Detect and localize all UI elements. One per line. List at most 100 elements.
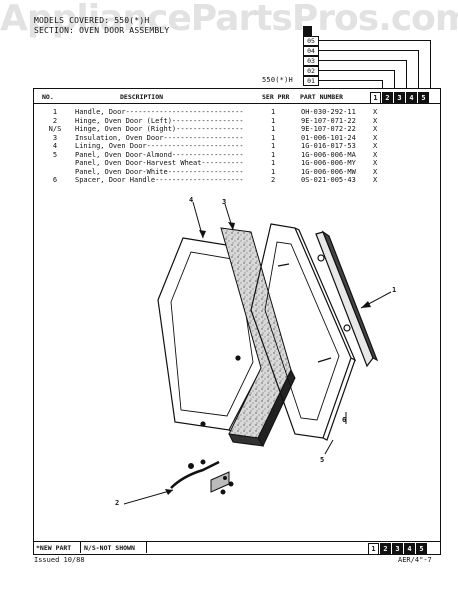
models-covered-label: MODELS COVERED: 550(*)H <box>34 16 150 25</box>
ladder-line-01 <box>318 80 382 81</box>
ladder-drop-01 <box>382 80 383 89</box>
table-row: Panel, Oven Door-White------------------… <box>33 168 433 177</box>
legend-new-part: *NEW PART <box>36 544 72 552</box>
ladder-line-03 <box>318 60 406 61</box>
row-part-number: 1G-006-006-MW <box>301 167 356 176</box>
callout-arrowheads <box>165 222 371 495</box>
column-header-divider <box>33 103 441 104</box>
row-description: Insulation, Oven Door------------------- <box>75 133 244 142</box>
column-ser-prr: SER PRR <box>262 93 290 101</box>
version-code-01: 01 <box>303 76 319 86</box>
callout-2: 2 <box>115 499 120 507</box>
column-box-2: 2 <box>382 92 393 104</box>
row-description: Spacer, Door Handle--------------------- <box>75 176 244 184</box>
parts-table-frame <box>33 88 441 555</box>
table-row: 1 Handle, Door--------------------------… <box>33 108 433 117</box>
row-part-number: 9E-107-071-22 <box>301 116 356 125</box>
row-description: Handle, Door---------------------------- <box>75 108 244 116</box>
ladder-drop-04 <box>418 50 419 89</box>
legend-separator-1 <box>80 541 81 553</box>
row-no: N/S <box>48 125 62 133</box>
row-part-number: 1G-016-017-53 <box>301 142 356 150</box>
ladder-line-02 <box>318 70 394 71</box>
version-code-05: 05 <box>303 36 319 46</box>
row-description: Lining, Oven Door----------------------- <box>75 142 244 150</box>
legend-divider <box>33 541 441 542</box>
column-part-number: PART NUMBER <box>300 93 344 101</box>
row-qty: 1 <box>271 159 276 167</box>
column-box-3: 3 <box>394 92 405 104</box>
row-description: Panel, Oven Door-Harvest Wheat---------- <box>75 159 244 167</box>
callout-4: 4 <box>189 196 194 204</box>
table-row: Panel, Oven Door-Harvest Wheat----------… <box>33 159 433 168</box>
column-description: DESCRIPTION <box>120 93 164 101</box>
section-title: SECTION: OVEN DOOR ASSEMBLY <box>34 26 170 35</box>
row-qty: 1 <box>271 150 276 159</box>
ladder-line-05 <box>318 40 430 41</box>
row-no: 6 <box>52 176 58 184</box>
footer-box-2: 2 <box>380 543 391 555</box>
row-qty: 1 <box>271 116 276 125</box>
footer-box-1: 1 <box>368 543 379 555</box>
row-no: 4 <box>52 142 58 150</box>
callout-3: 3 <box>222 198 227 206</box>
row-part-number: 1G-006-006-MA <box>301 150 356 159</box>
row-qty: 1 <box>271 108 276 116</box>
insulation-part <box>220 227 296 448</box>
column-box-5: 5 <box>418 92 429 104</box>
ladder-line-04 <box>318 50 418 51</box>
row-no: 5 <box>52 150 58 159</box>
row-part-number: OH-030-292-11 <box>301 108 356 116</box>
legend-not-shown: N/S-NOT SHOWN <box>84 544 135 552</box>
row-no: 2 <box>52 116 58 125</box>
row-no: 3 <box>52 133 58 142</box>
row-mark: X <box>373 116 378 125</box>
footer-box-3: 3 <box>392 543 403 555</box>
row-description: Panel, Oven Door-Almond----------------- <box>75 150 244 159</box>
version-code-03: 03 <box>303 56 319 66</box>
row-mark: X <box>373 133 378 142</box>
column-box-1: 1 <box>370 92 381 104</box>
ladder-drop-02 <box>394 70 395 89</box>
table-row: 5 Panel, Oven Door-Almond---------------… <box>33 151 433 160</box>
callout-5: 5 <box>320 456 325 464</box>
row-mark: X <box>373 108 378 116</box>
version-code-04: 04 <box>303 46 319 56</box>
version-marker <box>303 26 312 36</box>
page-code: AER/4"-7 <box>398 556 432 564</box>
table-row: 2 Hinge, Oven Door (Left)---------------… <box>33 117 433 126</box>
row-mark: X <box>373 125 378 133</box>
table-row: 3 Insulation, Oven Door-----------------… <box>33 134 433 143</box>
version-code-02: 02 <box>303 66 319 76</box>
column-no: NO. <box>42 93 54 101</box>
model-label: 550(*)H <box>262 76 293 84</box>
callout-6: 6 <box>342 416 347 424</box>
legend-separator-2 <box>146 541 147 553</box>
watermark-text: AppliancePartsPros.com <box>0 0 458 39</box>
footer-box-4: 4 <box>404 543 415 555</box>
table-row: 6 Spacer, Door Handle-------------------… <box>33 176 433 185</box>
row-part-number: 9E-107-072-22 <box>301 125 356 133</box>
row-description: Hinge, Oven Door (Left)----------------- <box>75 116 244 125</box>
row-no: 1 <box>52 108 58 116</box>
row-description: Panel, Oven Door-White------------------ <box>75 167 244 176</box>
table-row: 4 Lining, Oven Door---------------------… <box>33 142 433 151</box>
row-mark: X <box>373 167 378 176</box>
row-mark: X <box>373 142 378 150</box>
row-description: Hinge, Oven Door (Right)---------------- <box>75 125 244 133</box>
table-row: N/S Hinge, Oven Door (Right)------------… <box>33 125 433 134</box>
handle-part <box>315 230 379 368</box>
row-part-number: 01-006-101-24 <box>301 133 356 142</box>
ladder-drop-03 <box>406 60 407 89</box>
column-box-4: 4 <box>406 92 417 104</box>
row-qty: 1 <box>271 142 276 150</box>
issued-date: Issued 10/88 <box>34 556 85 564</box>
ladder-drop-05 <box>430 40 431 89</box>
oven-door-exploded-diagram <box>123 201 392 505</box>
panel-part <box>250 223 357 441</box>
row-mark: X <box>373 159 378 167</box>
footer-box-5: 5 <box>416 543 427 555</box>
row-part-number: 0S-021-005-43 <box>301 176 356 184</box>
row-qty: 2 <box>271 176 276 184</box>
hinge-part <box>170 459 234 495</box>
